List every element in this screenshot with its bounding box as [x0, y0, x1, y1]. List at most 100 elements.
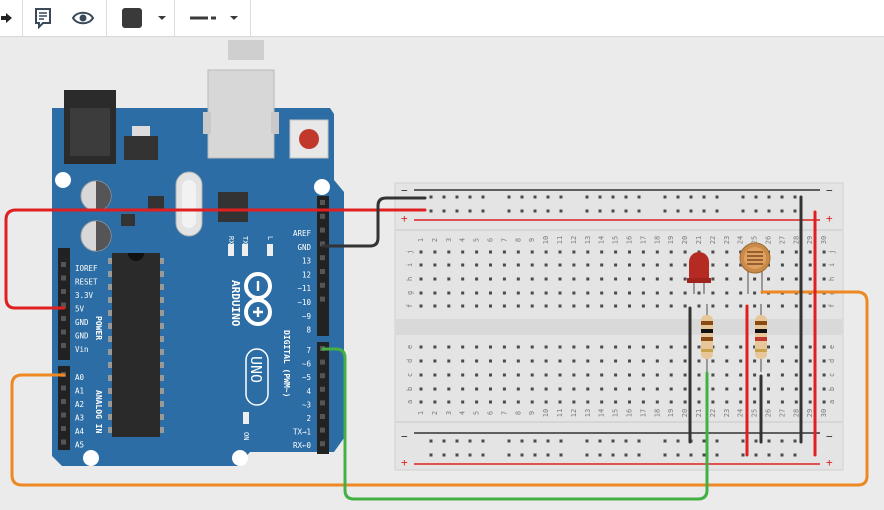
column-label: 26 [765, 409, 773, 417]
mounting-hole [83, 450, 99, 466]
column-label: 15 [612, 409, 620, 417]
wire-5v-red[interactable] [4, 208, 427, 310]
row-label: i [828, 263, 836, 267]
digital-pin-label: 2 [306, 414, 311, 423]
row-label: e [828, 345, 836, 349]
usb-port-top [228, 40, 264, 60]
column-label: 21 [695, 236, 703, 244]
row-label: d [828, 359, 836, 363]
column-label: 3 [445, 411, 453, 415]
column-label: 23 [723, 409, 731, 417]
digital-header-bottom [317, 342, 329, 454]
rail-minus-label: − [401, 184, 408, 197]
digital-pin-label: ~10 [297, 298, 311, 307]
column-label: 26 [765, 236, 773, 244]
column-label: 28 [792, 236, 800, 244]
column-label: 8 [514, 411, 522, 415]
column-label: 2 [431, 238, 439, 242]
visibility-eye-icon[interactable] [66, 0, 100, 36]
column-label: 9 [528, 238, 536, 242]
row-label: h [406, 277, 414, 281]
column-label: 7 [500, 411, 508, 415]
rail-plus-label: + [401, 456, 408, 469]
column-label: 28 [792, 409, 800, 417]
row-label: a [828, 400, 836, 404]
fill-color-picker[interactable] [114, 0, 172, 36]
analog-section-label: ANALOG IN [94, 390, 103, 434]
column-label: 20 [681, 409, 689, 417]
column-label: 5 [473, 411, 481, 415]
digital-pin-label: RX←0 [293, 441, 312, 450]
circuit-canvas[interactable]: RX TX L ON ARDUINO UNO DIGITAL (PWM~) PO… [0, 37, 884, 505]
red-led[interactable] [687, 252, 711, 294]
resistor-led[interactable] [701, 304, 713, 372]
column-label: 11 [556, 409, 564, 417]
column-label: 12 [570, 236, 578, 244]
column-label: 25 [751, 236, 759, 244]
column-label: 9 [528, 411, 536, 415]
column-label: 21 [695, 409, 703, 417]
column-label: 8 [514, 238, 522, 242]
digital-pin-label: 13 [302, 257, 311, 266]
rail-plus-label: + [826, 212, 833, 225]
column-label: 12 [570, 409, 578, 417]
row-label: j [828, 250, 836, 254]
digital-pin-label: TX→1 [293, 428, 311, 437]
digital-pin-label: ~11 [297, 284, 311, 293]
power-section-label: POWER [94, 316, 103, 340]
column-label: 17 [639, 409, 647, 417]
row-label: i [406, 263, 414, 267]
column-label: 18 [653, 236, 661, 244]
column-label: 1 [417, 411, 425, 415]
column-label: 19 [667, 409, 675, 417]
column-label: 6 [487, 411, 495, 415]
line-style-picker[interactable] [180, 0, 246, 36]
column-label: 15 [612, 236, 620, 244]
analog-pin-label: A0 [75, 373, 85, 382]
column-label: 14 [598, 409, 606, 417]
row-label: c [406, 373, 414, 377]
row-label: b [828, 387, 836, 391]
digital-pin-label: 7 [306, 346, 311, 355]
column-label: 22 [709, 409, 717, 417]
digital-pin-label: AREF [293, 229, 312, 238]
column-label: 29 [806, 236, 814, 244]
column-label: 2 [431, 411, 439, 415]
arduino-uno-board[interactable]: RX TX L ON ARDUINO UNO DIGITAL (PWM~) PO… [52, 40, 344, 466]
digital-section-label: DIGITAL (PWM~) [282, 330, 291, 397]
analog-pin-label: A4 [75, 427, 85, 436]
column-label: 1 [417, 238, 425, 242]
toolbar [0, 0, 884, 37]
rail-minus-label: − [826, 184, 833, 197]
wire-gnd-black[interactable] [321, 196, 427, 248]
column-label: 30 [820, 236, 828, 244]
rotate-arrow-icon[interactable] [0, 0, 14, 36]
column-label: 23 [723, 236, 731, 244]
notes-icon[interactable] [28, 0, 58, 36]
column-label: 10 [542, 409, 550, 417]
column-label: 4 [459, 238, 467, 242]
analog-header [58, 366, 70, 450]
breadboard[interactable]: − + − + − + − + 112233445566778899101011… [394, 182, 844, 471]
column-label: 3 [445, 238, 453, 242]
column-label: 5 [473, 238, 481, 242]
photoresistor[interactable] [739, 242, 771, 294]
column-label: 22 [709, 236, 717, 244]
analog-pin-label: A3 [75, 414, 84, 423]
column-label: 10 [542, 236, 550, 244]
column-label: 14 [598, 236, 606, 244]
mounting-hole [232, 450, 248, 466]
row-label: e [406, 345, 414, 349]
wire-a0-orange[interactable] [10, 290, 869, 487]
column-label: 29 [806, 409, 814, 417]
column-label: 13 [584, 236, 592, 244]
column-label: 25 [751, 409, 759, 417]
center-channel [395, 319, 843, 335]
column-label: 18 [653, 409, 661, 417]
resistor-ldr[interactable] [755, 304, 767, 372]
atmega-chip [112, 253, 160, 437]
wire-d7-green[interactable] [321, 347, 709, 501]
power-pin-label: GND [75, 332, 89, 341]
row-label: b [406, 387, 414, 391]
model-label: UNO [247, 356, 265, 383]
